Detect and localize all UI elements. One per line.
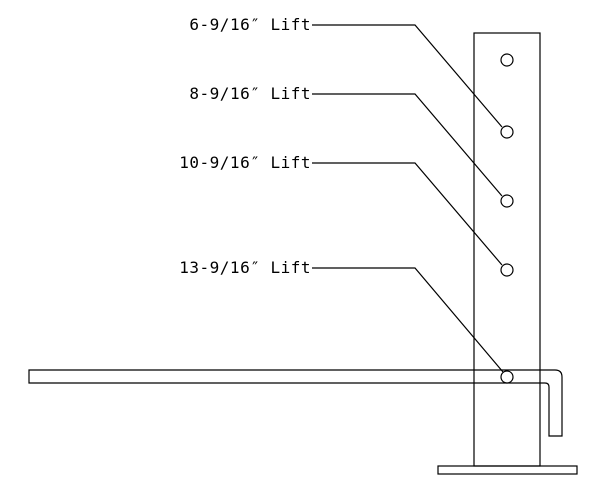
leader-line-lift-4 bbox=[312, 267, 504, 373]
leader-line-lift-1 bbox=[312, 24, 503, 128]
base-plate bbox=[437, 465, 578, 475]
label-lift-4: 13-9/16″ Lift bbox=[179, 258, 311, 277]
label-lift-2: 8-9/16″ Lift bbox=[189, 84, 311, 103]
label-lift-1: 6-9/16″ Lift bbox=[189, 15, 311, 34]
horizontal-lift-bar bbox=[28, 369, 563, 437]
hole-2 bbox=[500, 125, 514, 139]
vertical-post bbox=[473, 32, 541, 467]
hole-4 bbox=[500, 263, 514, 277]
hole-1 bbox=[500, 53, 514, 67]
hole-5 bbox=[500, 370, 514, 384]
label-lift-3: 10-9/16″ Lift bbox=[179, 153, 311, 172]
hole-3 bbox=[500, 194, 514, 208]
leader-line-lift-3 bbox=[312, 162, 503, 266]
leader-line-lift-2 bbox=[312, 93, 503, 197]
